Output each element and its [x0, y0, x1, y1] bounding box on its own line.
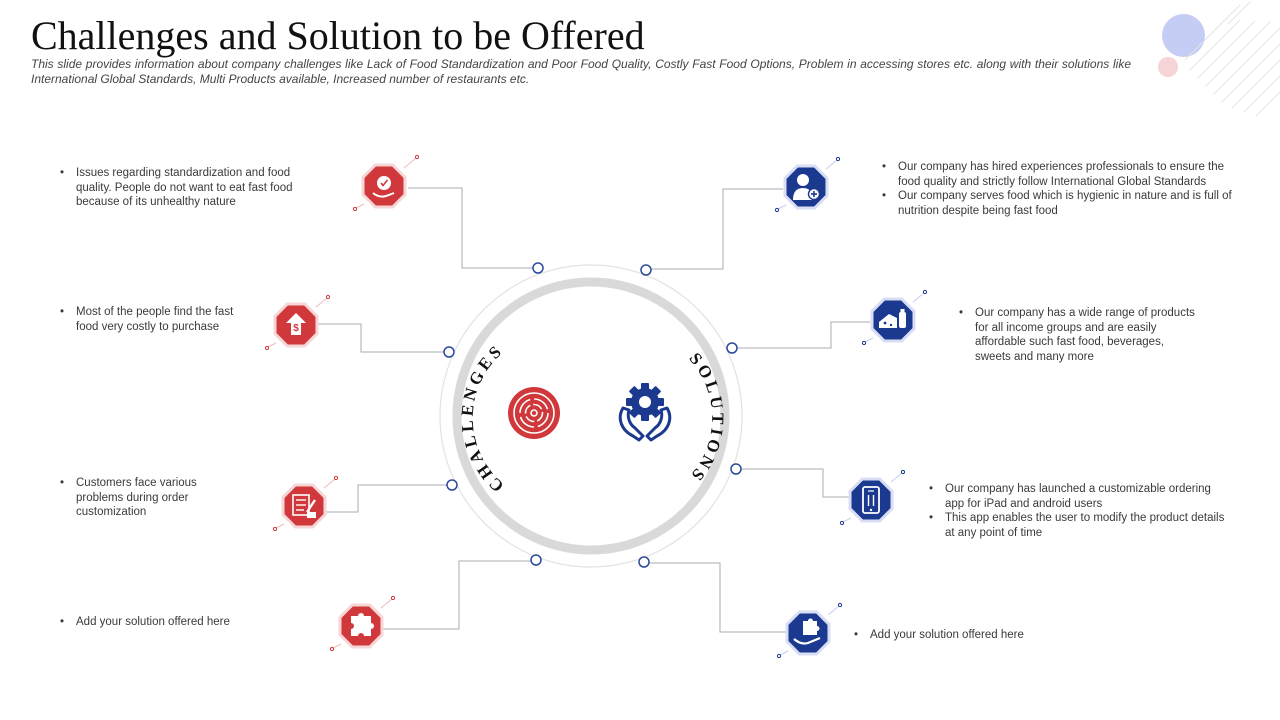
list-item: Customers face various problems during o…: [60, 476, 226, 520]
order-form-icon: [272, 475, 339, 532]
solution-4-text: Add your solution offered here: [854, 628, 1090, 643]
connector-solution-2: [732, 321, 870, 349]
list-item: Our company has launched a customizable …: [929, 482, 1230, 511]
node-solution-3: [730, 463, 742, 475]
mobile-ordering-app-icon: [839, 469, 906, 526]
page-subtitle: This slide provides information about co…: [31, 57, 1131, 86]
dollar-arrow-up-icon: $: [264, 294, 331, 351]
connectors: [318, 187, 870, 633]
hand-puzzle-icon: [776, 602, 843, 659]
svg-text:$: $: [293, 323, 299, 334]
list-item: This app enables the user to modify the …: [929, 511, 1230, 540]
node-challenge-3: [446, 479, 458, 491]
node-challenge-1: [532, 262, 544, 274]
quality-badge-hand-icon: [352, 154, 420, 212]
connector-solution-4: [644, 562, 786, 633]
connector-challenge-4: [382, 560, 535, 630]
decor-hatch: [1184, 1, 1280, 117]
list-item: Add your solution offered here: [854, 628, 1090, 643]
food-products-icon: [861, 289, 928, 346]
solution-3-text: Our company has launched a customizable …: [929, 482, 1230, 540]
list-item: Issues regarding standardization and foo…: [60, 166, 316, 210]
list-item: Add your solution offered here: [60, 615, 236, 630]
connector-challenge-2: [318, 323, 449, 353]
connector-solution-3: [736, 468, 850, 498]
gear-hands-icon: [618, 383, 672, 442]
solution-2-text: Our company has a wide range of products…: [959, 306, 1200, 364]
node-challenge-2: [443, 346, 455, 358]
target-icon: [508, 387, 560, 439]
outer-thin-ring: [439, 264, 743, 568]
connector-challenge-1: [408, 187, 536, 269]
center-ring: [452, 277, 730, 555]
challenge-3-text: Customers face various problems during o…: [60, 476, 226, 520]
page-title: Challenges and Solution to be Offered: [31, 13, 645, 58]
connector-solution-1: [646, 188, 783, 270]
node-solution-4: [638, 556, 650, 568]
decor-bubble-blue: [1162, 14, 1205, 57]
challenge-4-text: Add your solution offered here: [60, 615, 236, 630]
professional-user-icon: [774, 156, 841, 213]
list-item: Our company serves food which is hygieni…: [882, 189, 1243, 218]
node-solution-1: [640, 264, 652, 276]
decor-bubble-pink: [1158, 57, 1178, 77]
puzzle-icon: [329, 595, 396, 652]
challenge-2-text: Most of the people find the fast food ve…: [60, 305, 236, 334]
challenge-1-text: Issues regarding standardization and foo…: [60, 166, 316, 210]
node-challenge-4: [530, 554, 542, 566]
connector-challenge-3: [324, 484, 452, 513]
list-item: Most of the people find the fast food ve…: [60, 305, 236, 334]
list-item: Our company has a wide range of products…: [959, 306, 1200, 364]
node-solution-2: [726, 342, 738, 354]
list-item: Our company has hired experiences profes…: [882, 160, 1243, 189]
connector-nodes: [443, 262, 742, 568]
solution-1-text: Our company has hired experiences profes…: [882, 160, 1243, 218]
